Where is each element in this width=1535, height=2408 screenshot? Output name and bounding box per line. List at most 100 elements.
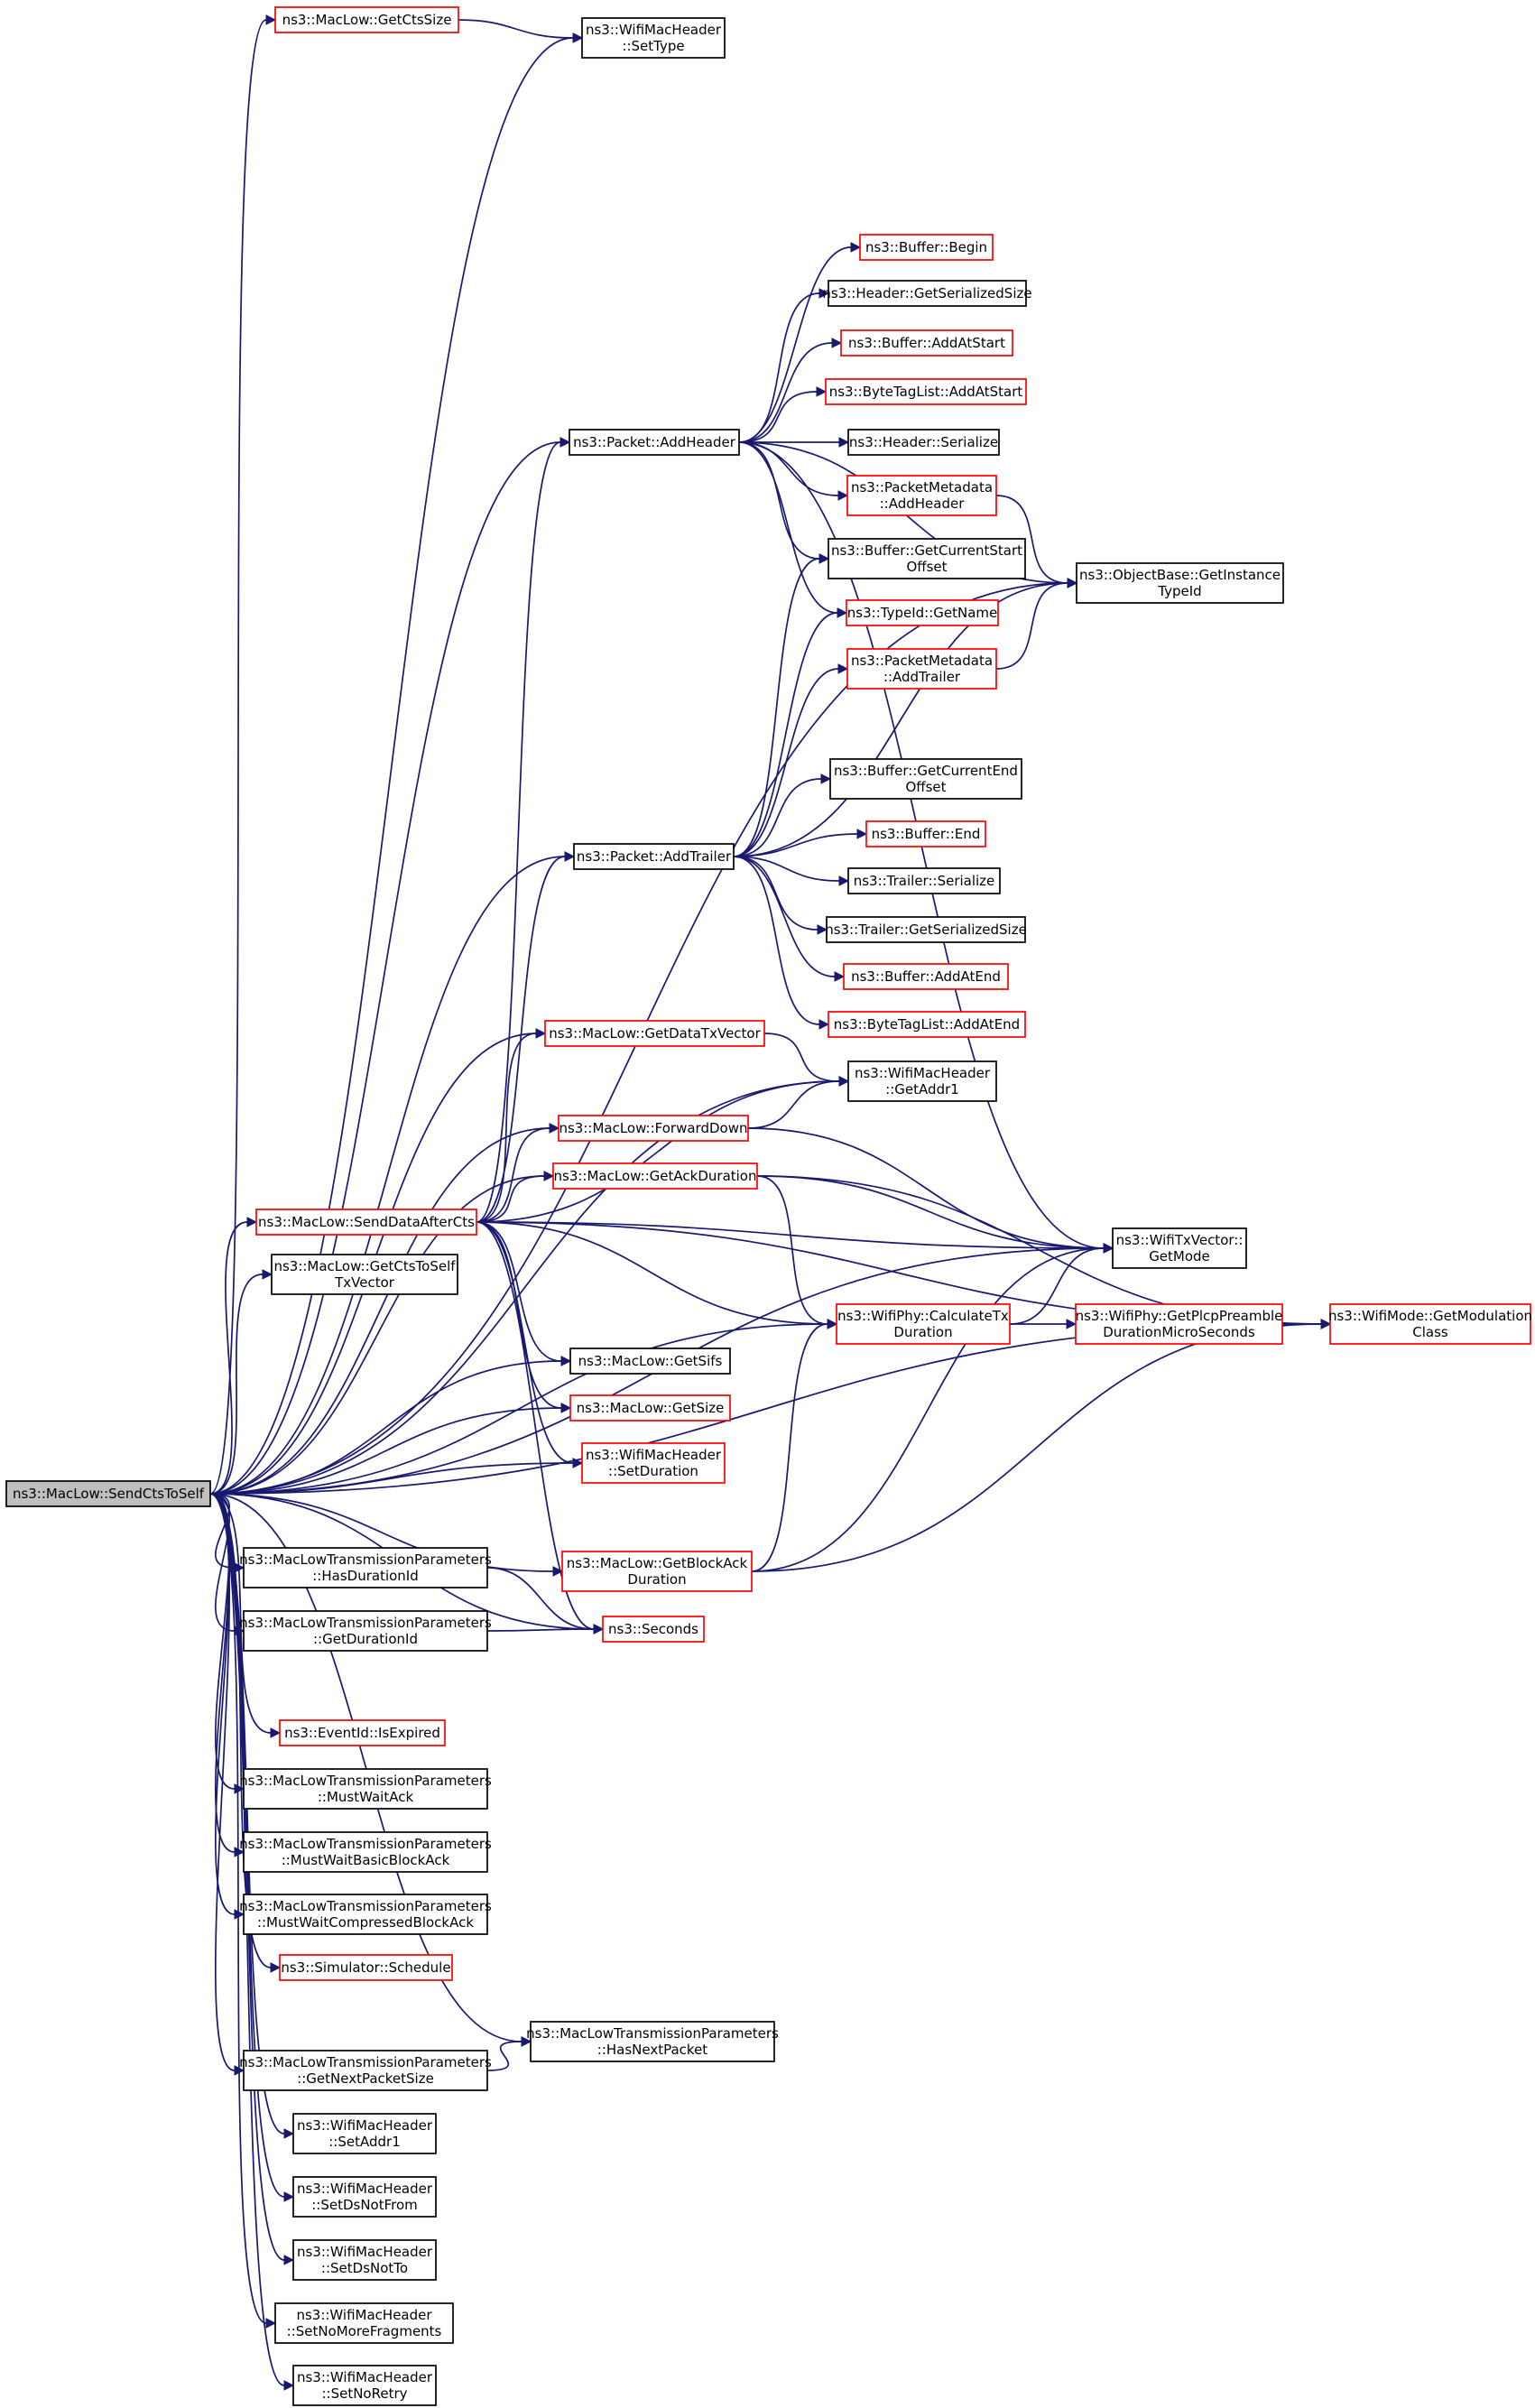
edge-n_root-n_schedule bbox=[209, 1493, 272, 1968]
node-box bbox=[847, 429, 1000, 456]
node-forwarddown[interactable]: ns3::MacLow::ForwardDown bbox=[558, 1115, 749, 1142]
node-getdatatxvector[interactable]: ns3::MacLow::GetDataTxVector bbox=[544, 1020, 765, 1047]
node-label: ns3::Simulator::Schedule bbox=[281, 1959, 450, 1976]
node-box bbox=[846, 648, 997, 690]
node-addheader[interactable]: ns3::Packet::AddHeader bbox=[569, 429, 740, 456]
node-label: ::SetDsNotFrom bbox=[311, 2197, 418, 2213]
node-getdurationid[interactable]: ns3::MacLowTransmissionParameters::GetDu… bbox=[239, 1610, 492, 1652]
edge-arrowhead-n_getblockackduration-n_getmodulationclass bbox=[1320, 1319, 1332, 1329]
edge-arrowhead-n_senddataaftercts-n_addheader bbox=[559, 437, 571, 448]
edge-arrowhead-n_addtrailer-n_btladdatend bbox=[818, 1019, 830, 1030]
node-pmaddheader[interactable]: ns3::PacketMetadata::AddHeader bbox=[846, 475, 997, 516]
node-label: ::SetType bbox=[622, 38, 684, 54]
node-senddataaftercts[interactable]: ns3::MacLow::SendDataAfterCts bbox=[255, 1209, 477, 1236]
node-mustwaitbasic[interactable]: ns3::MacLowTransmissionParameters::MustW… bbox=[239, 1831, 492, 1873]
node-setdsnotfrom[interactable]: ns3::WifiMacHeader::SetDsNotFrom bbox=[292, 2176, 437, 2218]
node-pmaddtrailer[interactable]: ns3::PacketMetadata::AddTrailer bbox=[846, 648, 997, 690]
edge-n_senddataaftercts-n_getaddr1 bbox=[476, 1080, 840, 1223]
node-box bbox=[274, 6, 459, 33]
node-label: ns3::Buffer::AddAtStart bbox=[848, 335, 1005, 351]
node-end[interactable]: ns3::Buffer::End bbox=[865, 820, 986, 847]
node-getaddr1[interactable]: ns3::WifiMacHeader::GetAddr1 bbox=[847, 1060, 997, 1102]
edge-arrowhead-n_senddataaftercts-n_addtrailer bbox=[564, 851, 576, 862]
node-setnoretry[interactable]: ns3::WifiMacHeader::SetNoRetry bbox=[292, 2365, 437, 2406]
edge-n_addheader-n_addatstart bbox=[738, 342, 833, 443]
node-box bbox=[271, 1254, 458, 1295]
node-setaddr1[interactable]: ns3::WifiMacHeader::SetAddr1 bbox=[292, 2113, 437, 2154]
node-label: ns3::MacLow::ForwardDown bbox=[559, 1120, 747, 1136]
node-label: ns3::Buffer::End bbox=[872, 826, 981, 842]
edge-arrowhead-n_senddataaftercts-n_setduration bbox=[572, 1458, 584, 1468]
node-btladdatend[interactable]: ns3::ByteTagList::AddAtEnd bbox=[828, 1011, 1026, 1038]
node-mustwaitack[interactable]: ns3::MacLowTransmissionParameters::MustW… bbox=[239, 1768, 492, 1810]
node-setduration[interactable]: ns3::WifiMacHeader::SetDuration bbox=[581, 1442, 726, 1484]
node-box bbox=[602, 1616, 705, 1643]
node-hasnextpacket[interactable]: ns3::MacLowTransmissionParameters::HasNe… bbox=[526, 2021, 779, 2062]
node-label: ns3::ByteTagList::AddAtEnd bbox=[834, 1016, 1020, 1033]
node-hdrsersize[interactable]: ns3::Header::GetSerializedSize bbox=[822, 280, 1032, 307]
node-getctssize[interactable]: ns3::MacLow::GetCtsSize bbox=[274, 6, 459, 33]
node-box bbox=[243, 1894, 488, 1935]
node-hdrserialize[interactable]: ns3::Header::Serialize bbox=[847, 429, 1000, 456]
node-box bbox=[1112, 1227, 1247, 1269]
node-mustwaitcompressed[interactable]: ns3::MacLowTransmissionParameters::MustW… bbox=[239, 1894, 492, 1935]
node-box bbox=[581, 17, 726, 59]
edge-n_senddataaftercts-n_getackduration bbox=[476, 1175, 545, 1223]
node-label: ns3::Seconds bbox=[608, 1621, 698, 1637]
node-getname[interactable]: ns3::TypeId::GetName bbox=[846, 599, 999, 626]
node-box bbox=[292, 2239, 437, 2281]
node-addatstart[interactable]: ns3::Buffer::AddAtStart bbox=[840, 329, 1013, 357]
node-getsifs[interactable]: ns3::MacLow::GetSifs bbox=[569, 1348, 731, 1375]
node-getmode[interactable]: ns3::WifiTxVector::GetMode bbox=[1112, 1227, 1247, 1269]
node-schedule[interactable]: ns3::Simulator::Schedule bbox=[279, 1954, 453, 1981]
node-isexpired[interactable]: ns3::EventId::IsExpired bbox=[279, 1719, 446, 1746]
edge-n_addtrailer-n_getinstance bbox=[733, 582, 1068, 857]
node-box bbox=[840, 329, 1013, 357]
edge-arrowhead-n_addheader-n_pmaddheader bbox=[837, 490, 849, 501]
node-label: ns3::WifiTxVector:: bbox=[1116, 1232, 1244, 1248]
edge-n_root-n_getdurationid bbox=[209, 1493, 236, 1632]
node-root[interactable]: ns3::MacLow::SendCtsToSelf bbox=[5, 1480, 211, 1507]
node-getackduration[interactable]: ns3::MacLow::GetAckDuration bbox=[552, 1162, 758, 1190]
edge-arrowhead-n_root-n_isexpired bbox=[270, 1727, 282, 1738]
node-box bbox=[573, 843, 735, 870]
node-hasdurationid[interactable]: ns3::MacLowTransmissionParameters::HasDu… bbox=[239, 1547, 492, 1588]
node-addatend[interactable]: ns3::Buffer::AddAtEnd bbox=[843, 963, 1009, 990]
node-label: ::SetDsNotTo bbox=[321, 2260, 408, 2276]
edge-n_forwarddown-n_getaddr1 bbox=[747, 1080, 840, 1129]
node-box bbox=[255, 1209, 477, 1236]
node-getplcppreamble[interactable]: ns3::WifiPhy::GetPlcpPreambleDurationMic… bbox=[1075, 1303, 1283, 1345]
edge-n_root-n_getackduration bbox=[209, 1175, 545, 1495]
node-box bbox=[243, 1831, 488, 1873]
node-trsersize[interactable]: ns3::Trailer::GetSerializedSize bbox=[825, 916, 1027, 943]
edge-n_senddataaftercts-n_calculatetxduration bbox=[476, 1221, 828, 1325]
node-begin[interactable]: ns3::Buffer::Begin bbox=[859, 234, 994, 261]
node-box bbox=[5, 1480, 211, 1507]
node-settype[interactable]: ns3::WifiMacHeader::SetType bbox=[581, 17, 726, 59]
node-seconds[interactable]: ns3::Seconds bbox=[602, 1616, 705, 1643]
edge-n_hasdurationid-n_seconds bbox=[486, 1567, 595, 1630]
node-label: ns3::Trailer::GetSerializedSize bbox=[825, 922, 1027, 938]
node-btladdatstart[interactable]: ns3::ByteTagList::AddAtStart bbox=[825, 378, 1027, 405]
node-setnomorefragments[interactable]: ns3::WifiMacHeader::SetNoMoreFragments bbox=[274, 2302, 454, 2344]
node-box bbox=[847, 867, 1001, 894]
edge-arrowhead-n_addtrailer-n_addatend bbox=[834, 971, 846, 982]
node-setdsnotto[interactable]: ns3::WifiMacHeader::SetDsNotTo bbox=[292, 2239, 437, 2281]
edge-n_root-n_mustwaitack bbox=[209, 1493, 236, 1790]
edge-arrowhead-n_root-n_setnoretry bbox=[283, 2380, 295, 2391]
edge-n_addheader-n_hdrsersize bbox=[738, 292, 820, 443]
node-getsize[interactable]: ns3::MacLow::GetSize bbox=[569, 1394, 731, 1422]
edge-n_calculatetxduration-n_getmode bbox=[1009, 1247, 1105, 1325]
node-label: ns3::Buffer::AddAtEnd bbox=[851, 968, 1001, 985]
edge-arrowhead-n_senddataaftercts-n_getackduration bbox=[543, 1171, 555, 1181]
node-addtrailer[interactable]: ns3::Packet::AddTrailer bbox=[573, 843, 735, 870]
node-trserialize[interactable]: ns3::Trailer::Serialize bbox=[847, 867, 1001, 894]
node-getnextpacketsize[interactable]: ns3::MacLowTransmissionParameters::GetNe… bbox=[239, 2050, 492, 2091]
